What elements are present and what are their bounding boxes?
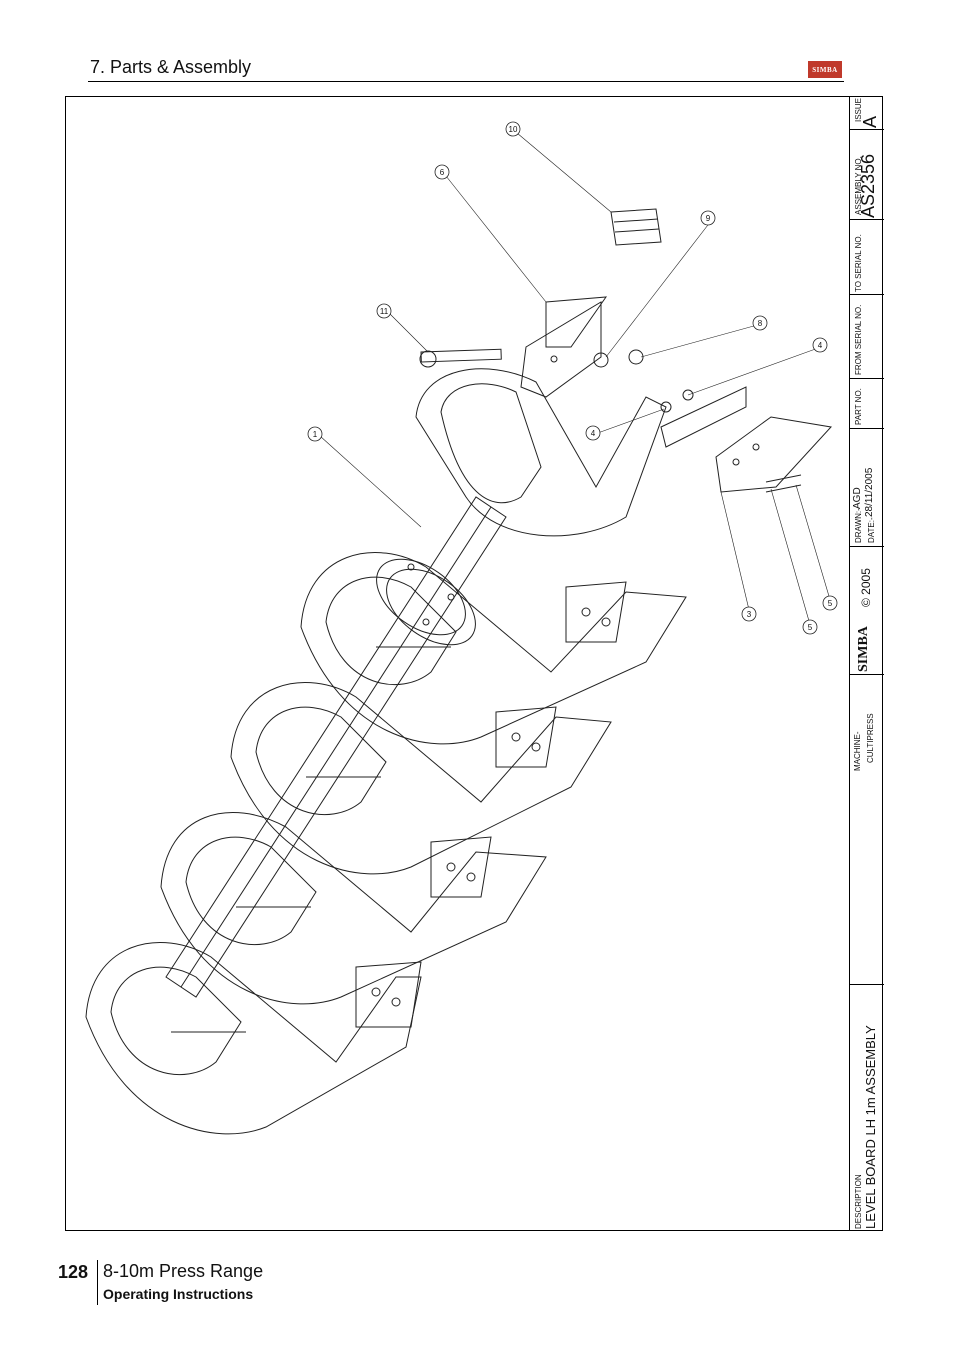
bracket-part-6 — [520, 296, 608, 398]
balloon-label: 6 — [440, 168, 445, 177]
balloon-label: 3 — [747, 610, 752, 619]
drawn-date-cell: DRAWN:- AGD DATE:- 28/11/2005 — [850, 428, 884, 546]
main-beam — [165, 496, 507, 998]
simba-logo: SIMBA — [808, 61, 842, 78]
document-subtitle: Operating Instructions — [103, 1286, 254, 1302]
description-value: LEVEL BOARD LH 1m ASSEMBLY — [863, 1025, 878, 1229]
nut-part-4a — [660, 401, 672, 413]
assembly-number: AS2356 — [858, 153, 878, 218]
cap-part-10 — [610, 208, 662, 246]
from-serial-label: FROM SERIAL NO. — [854, 304, 863, 375]
balloon-10 — [505, 121, 521, 137]
bolt-part-5a — [765, 474, 802, 483]
copyright: © 2005 — [859, 568, 873, 607]
to-serial-cell: TO SERIAL NO. — [850, 219, 884, 294]
exploded-assembly-drawing: 10 6 9 11 8 4 1 4 3 5 5 — [85, 121, 838, 1135]
balloon-label: 1 — [313, 430, 318, 439]
date-label: DATE:- — [867, 517, 876, 543]
balloon-label: 8 — [758, 319, 763, 328]
loop-3 — [230, 682, 612, 875]
balloon-4a — [812, 337, 828, 353]
title-block: ISSUE A ASSEMBLY NO. AS2356 TO SERIAL NO… — [849, 96, 884, 1231]
top-loop — [415, 368, 667, 537]
document-title: 8-10m Press Range — [103, 1261, 264, 1281]
part-number-cell: PART NO. — [850, 378, 884, 428]
nut-part-8 — [628, 349, 644, 365]
bolt-part-11 — [419, 348, 502, 368]
balloon-5a — [802, 619, 818, 635]
leader-lines — [319, 132, 832, 629]
balloon-1 — [307, 426, 323, 442]
balloon-4b — [585, 425, 601, 441]
balloon-label: 4 — [818, 341, 823, 350]
brand-logo: SIMBA — [856, 626, 871, 672]
issue-value: A — [860, 115, 880, 128]
flange-disc — [376, 558, 476, 646]
mounting-plate — [660, 386, 832, 493]
issue-cell: ISSUE A — [850, 96, 884, 129]
balloon-8 — [752, 315, 768, 331]
header-divider — [88, 81, 844, 82]
machine-label: MACHINE- — [853, 731, 862, 771]
balloon-11 — [376, 303, 392, 319]
assembly-number-cell: ASSEMBLY NO. AS2356 — [850, 129, 884, 219]
balloon-label: 10 — [509, 125, 518, 134]
date-value: 28/11/2005 — [864, 467, 875, 517]
loop-1 — [85, 942, 422, 1135]
balloon-9 — [700, 210, 716, 226]
drawn-value: AGD — [852, 487, 863, 509]
nut-part-4b — [682, 389, 694, 401]
balloon-label: 4 — [591, 429, 596, 438]
balloon-6 — [434, 164, 450, 180]
machine-value: CULTIPRESS — [866, 713, 875, 763]
balloon-5b — [822, 595, 838, 611]
from-serial-cell: FROM SERIAL NO. — [850, 294, 884, 378]
balloon-label: 5 — [828, 599, 833, 608]
page-number: 128 — [58, 1262, 89, 1282]
balloon-label: 11 — [380, 307, 389, 316]
balloon-label: 9 — [706, 214, 711, 223]
loop-2 — [160, 812, 547, 1005]
description-label: DESCRIPTION — [854, 1174, 863, 1229]
footer-divider — [97, 1260, 98, 1305]
drawn-label: DRAWN:- — [854, 508, 863, 543]
machine-cell: MACHINE- CULTIPRESS — [850, 674, 884, 984]
section-title: 7. Parts & Assembly — [90, 57, 252, 77]
balloon-3 — [741, 606, 757, 622]
to-serial-label: TO SERIAL NO. — [854, 234, 863, 292]
drawing-frame — [65, 96, 883, 1231]
brand-cell: SIMBA © 2005 — [850, 546, 884, 674]
loop-4 — [300, 552, 687, 745]
balloon-label: 5 — [808, 623, 813, 632]
description-cell: DESCRIPTION LEVEL BOARD LH 1m ASSEMBLY — [850, 984, 884, 1231]
part-number-label: PART NO. — [854, 388, 863, 425]
washer-part-9 — [593, 352, 609, 368]
